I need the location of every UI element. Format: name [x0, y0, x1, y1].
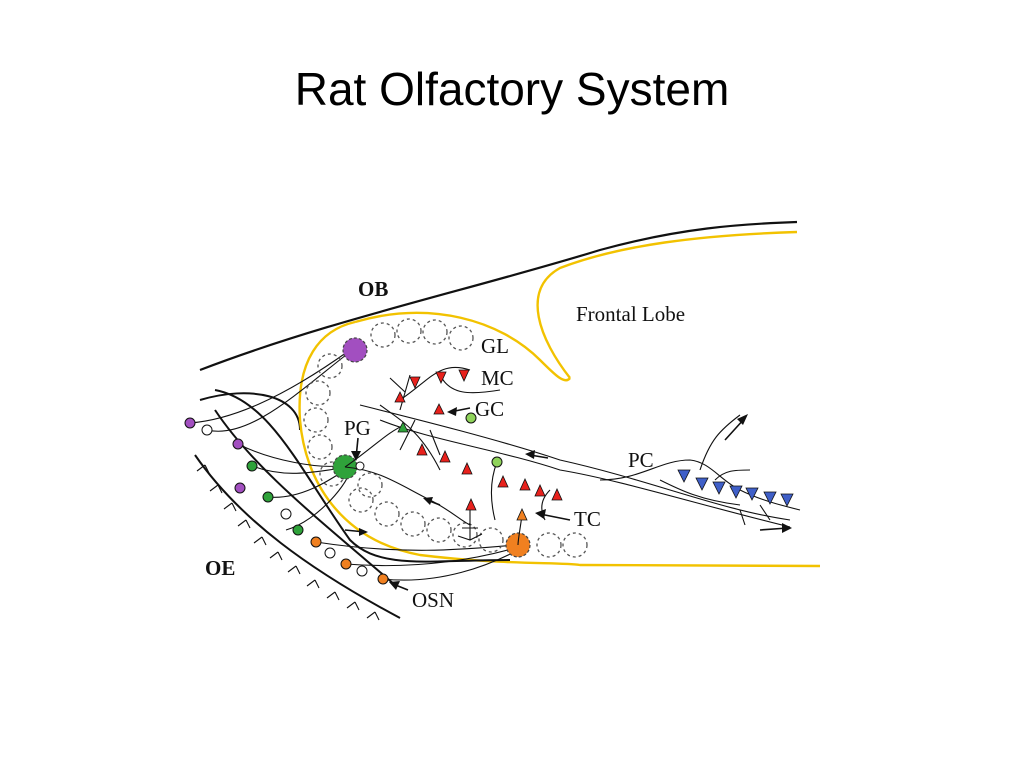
- epithelium-cilia: [196, 464, 380, 621]
- osn-cell-green: [262, 491, 274, 503]
- olfactory-bulb-yellow-outline: [298, 320, 821, 568]
- pyramidal-cells: [677, 469, 794, 507]
- arrows: [344, 407, 792, 591]
- osn-cell-orange: [340, 558, 352, 570]
- granule-cell: [465, 412, 477, 424]
- osn-cell-empty: [280, 508, 292, 520]
- brain-outer-contour: [199, 220, 798, 372]
- label-osn: OSN: [412, 588, 454, 612]
- osn-cell-orange: [310, 536, 322, 548]
- label-pg: PG: [344, 416, 371, 440]
- label-ob: OB: [358, 277, 388, 301]
- tufted-cell-green: [397, 421, 409, 433]
- osn-cell-empty: [201, 424, 213, 436]
- osn-cell-purple: [232, 438, 244, 450]
- green-cells: [355, 412, 503, 471]
- osn-cell-empty: [356, 565, 368, 577]
- osn-cell-orange: [377, 573, 389, 585]
- label-oe: OE: [205, 556, 235, 580]
- label-gl: GL: [481, 334, 509, 358]
- label-pc: PC: [628, 448, 654, 472]
- label-mc: MC: [481, 366, 514, 390]
- arrow-tc: [539, 513, 571, 521]
- tufted-cell-orange: [516, 508, 528, 521]
- granule-cell: [491, 456, 503, 468]
- label-gc: GC: [475, 397, 504, 421]
- mitral-cells: [394, 369, 563, 511]
- glomeruli: [303, 318, 588, 558]
- label-frontal-lobe: Frontal Lobe: [576, 302, 685, 326]
- slide-title: Rat Olfactory System: [294, 63, 730, 115]
- osn-cells: [184, 417, 389, 585]
- osn-cell-purple: [184, 417, 196, 429]
- osn-cell-purple: [234, 482, 246, 494]
- frontal-lobe-yellow-outline: [536, 230, 798, 379]
- epithelium-line-outer: [194, 454, 401, 619]
- label-tc: TC: [574, 507, 601, 531]
- glomerulus-purple: [342, 337, 368, 363]
- bulb-neurites: [344, 366, 801, 546]
- osn-cell-green: [292, 524, 304, 536]
- osn-cell-green: [246, 460, 258, 472]
- bulb-yellow-inner-curve: [354, 311, 571, 382]
- pg-cell: [355, 461, 365, 471]
- osn-cell-empty: [324, 547, 336, 559]
- nasal-outer-contour: [199, 392, 301, 431]
- epithelium-line-axon: [214, 389, 511, 563]
